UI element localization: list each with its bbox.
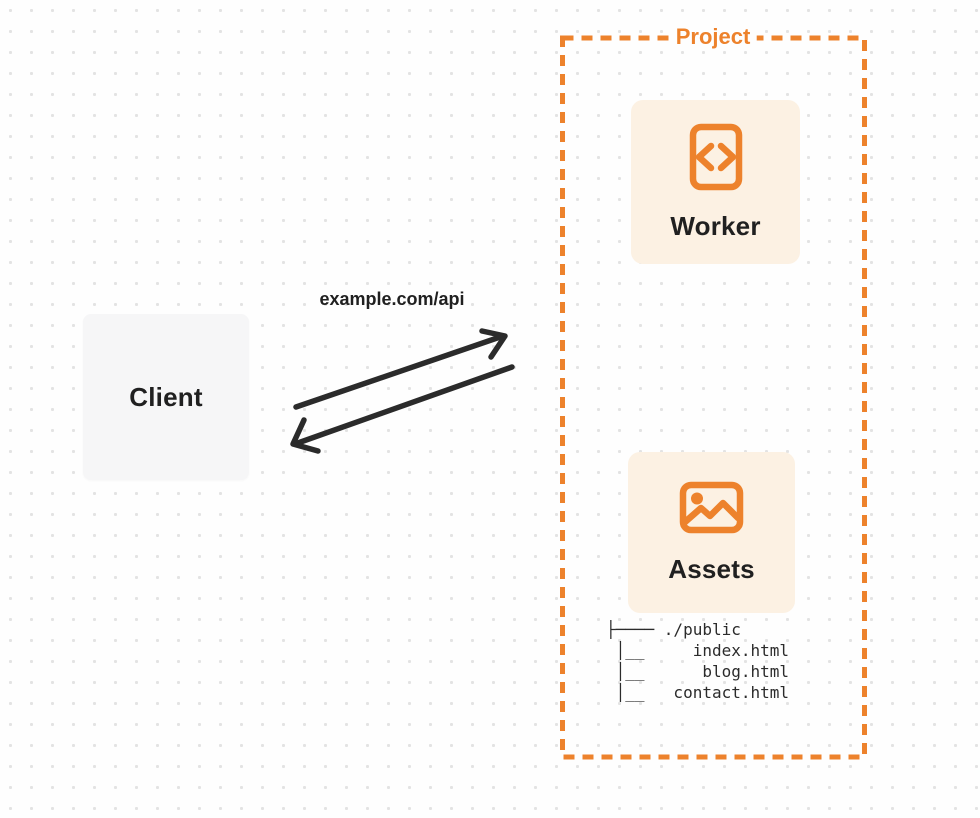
client-label: Client: [129, 381, 203, 412]
project-label: Project: [669, 23, 757, 50]
assets-node: Assets: [628, 452, 795, 613]
file-tree: ├──── ./public │__ index.html │__ blog.h…: [606, 620, 790, 702]
worker-node: Worker: [631, 100, 800, 264]
code-icon: [689, 123, 742, 190]
request-arrow: [293, 333, 506, 410]
image-icon: [679, 481, 744, 533]
assets-label: Assets: [668, 553, 755, 584]
response-arrow: [292, 364, 515, 447]
response-arrowhead: [290, 417, 321, 454]
worker-label: Worker: [670, 210, 761, 241]
request-url-label: example.com/api: [319, 289, 465, 309]
request-arrowhead: [479, 328, 508, 360]
client-node: Client: [83, 314, 249, 480]
project-boundary: [560, 35, 867, 760]
